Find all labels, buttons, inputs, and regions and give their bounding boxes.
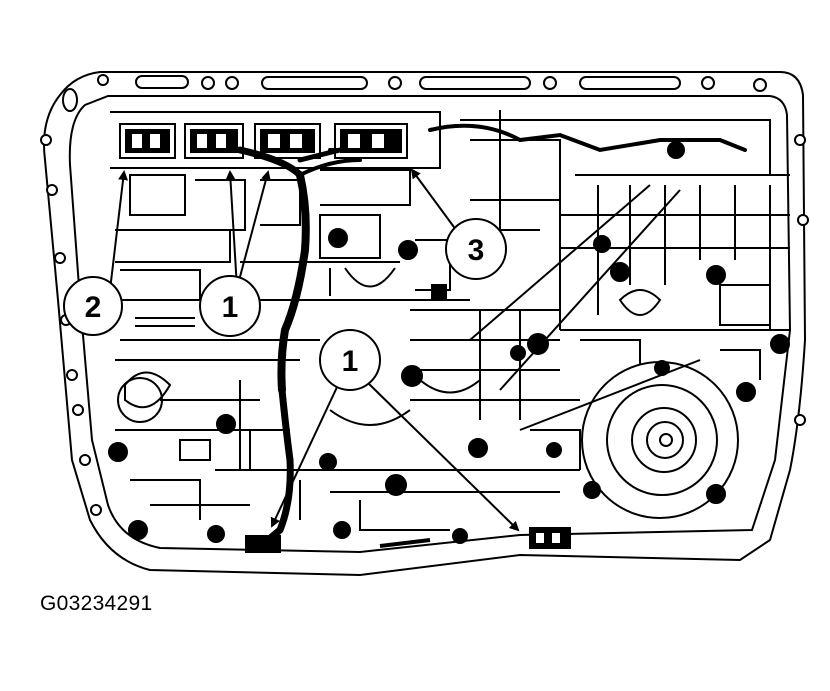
valve-body-bolts — [108, 141, 790, 544]
connector-3 — [254, 123, 321, 159]
svg-text:3: 3 — [468, 234, 485, 267]
svg-text:1: 1 — [222, 291, 239, 324]
accumulator-piston — [117, 361, 739, 519]
flange-bolt-holes — [40, 74, 809, 516]
leader-2-to-connector-1 — [109, 170, 129, 291]
leader-1a-to-connector-3 — [236, 170, 271, 289]
leader-lines — [109, 168, 701, 532]
leader-1b-to-lower-left — [270, 384, 339, 528]
wiring-harness — [236, 123, 747, 549]
figure-code: G03234291 — [40, 592, 153, 615]
callout-1-lower: 1 — [319, 329, 381, 391]
callout-2: 2 — [63, 276, 123, 336]
svg-text:2: 2 — [85, 291, 102, 324]
valve-body-diagram: 2 1 3 1 — [40, 71, 809, 577]
leader-1b-to-lower-right — [364, 379, 520, 532]
solenoid-connectors — [119, 123, 408, 159]
leader-3-to-connector-4 — [410, 168, 463, 239]
connector-4 — [334, 123, 408, 159]
svg-text:1: 1 — [342, 345, 359, 378]
callout-1-upper: 1 — [199, 275, 261, 337]
connector-2 — [184, 123, 244, 159]
lower-connectors — [245, 527, 571, 553]
leader-1a-to-connector-2 — [225, 170, 238, 289]
callout-3: 3 — [445, 218, 507, 280]
connector-1 — [119, 123, 176, 159]
